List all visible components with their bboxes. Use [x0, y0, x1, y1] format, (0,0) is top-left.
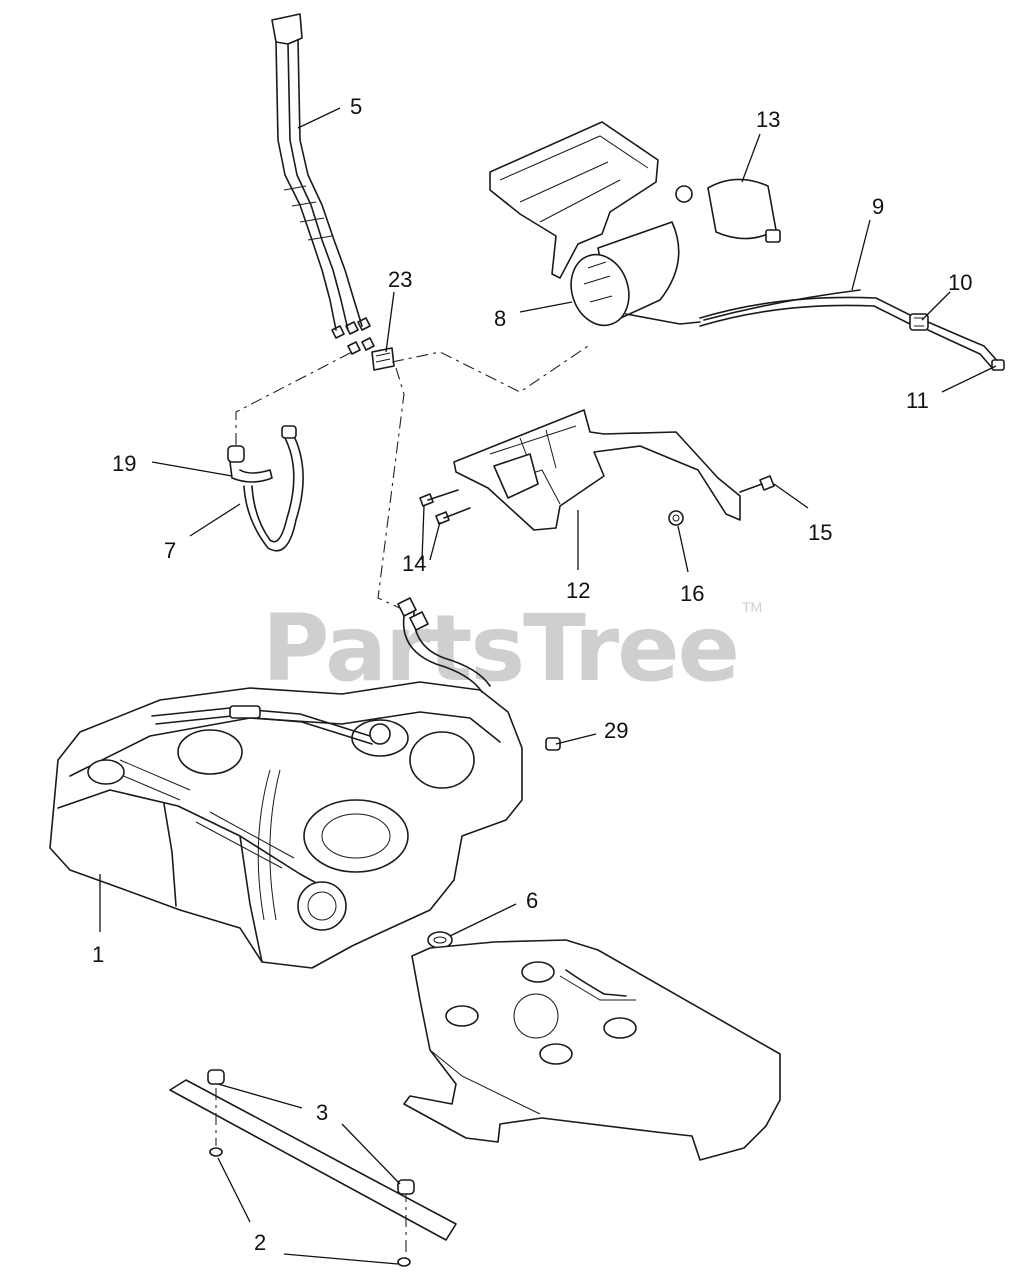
bracket-part[interactable]: [489, 121, 693, 279]
callout-6: 6: [526, 888, 538, 913]
callout-7: 7: [164, 538, 176, 563]
callout-16: 16: [680, 581, 704, 606]
canister-strap-part[interactable]: [707, 178, 781, 243]
callout-19: 19: [112, 451, 136, 476]
screw-part-14[interactable]: [419, 489, 471, 525]
screw-part-15[interactable]: [739, 475, 775, 493]
callout-23: 23: [388, 267, 412, 292]
fuel-line-bundle-part[interactable]: [271, 13, 375, 355]
watermark-text: PartsTree: [262, 595, 738, 702]
skid-plate-part[interactable]: [403, 939, 781, 1161]
callout-11: 11: [906, 388, 929, 413]
callout-12: 12: [566, 578, 590, 603]
callout-2: 2: [254, 1230, 266, 1255]
callout-14: 14: [402, 551, 426, 576]
callout-9: 9: [872, 194, 884, 219]
vent-line-part-11[interactable]: [927, 321, 1005, 371]
vent-hose-part[interactable]: [243, 425, 304, 552]
vent-line-part-9[interactable]: [699, 296, 913, 327]
bumper-part-3[interactable]: [207, 1069, 415, 1195]
callout-10: 10: [948, 270, 972, 295]
mount-strip-part[interactable]: [169, 1079, 457, 1258]
callout-8: 8: [494, 306, 506, 331]
callout-15: 15: [808, 520, 832, 545]
callout-3: 3: [316, 1100, 328, 1125]
leader-lines: [99, 107, 997, 1265]
callout-1: 1: [92, 942, 104, 967]
washer-part-2[interactable]: [209, 1147, 411, 1267]
callout-13: 13: [756, 107, 780, 132]
callout-29: 29: [604, 718, 628, 743]
plug-part-29[interactable]: [545, 737, 561, 751]
charcoal-canister-part[interactable]: [562, 221, 861, 333]
fuel-tank-part[interactable]: [49, 597, 523, 969]
clip-part-23[interactable]: [371, 347, 395, 371]
nut-part-16[interactable]: [668, 510, 684, 526]
heat-shield-part[interactable]: [453, 409, 741, 531]
watermark-trademark: TM: [742, 599, 762, 615]
hose-clamp-part-19[interactable]: [227, 445, 273, 483]
callout-5: 5: [350, 94, 362, 119]
